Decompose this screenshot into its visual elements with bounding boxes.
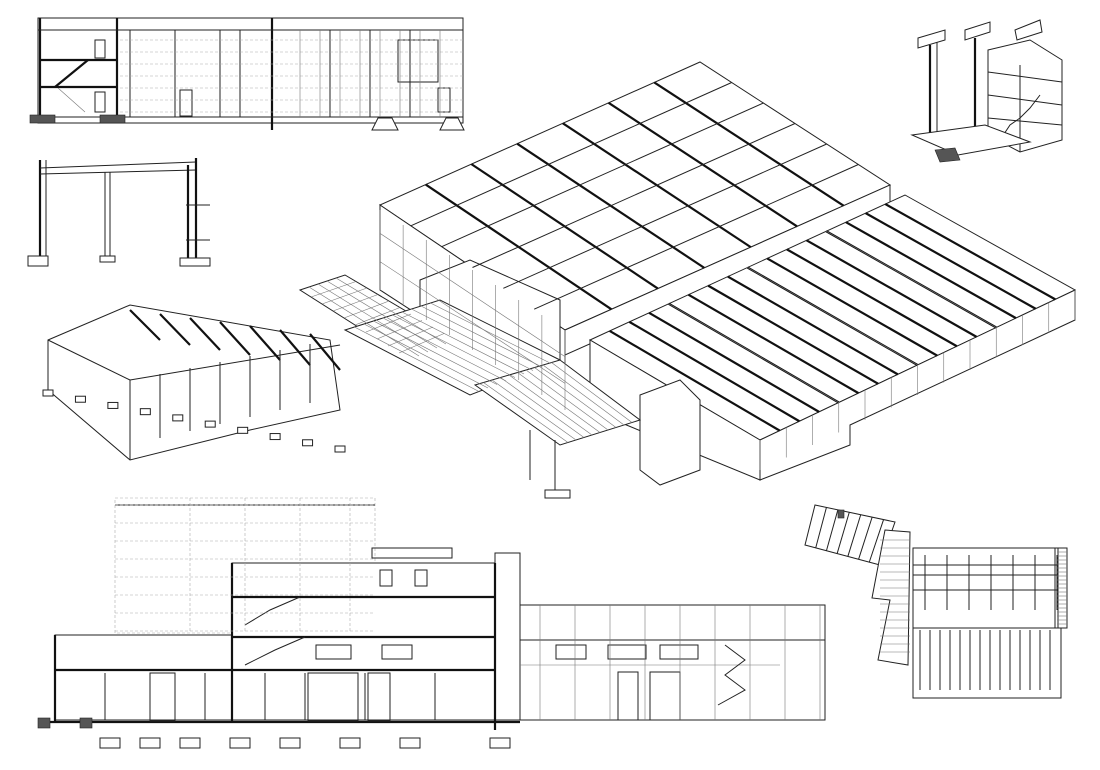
- drawing-line: [401, 311, 525, 375]
- drawing-line: [648, 311, 820, 413]
- drawing-line: [500, 377, 585, 438]
- footing: [279, 737, 301, 749]
- drawing-line: [398, 333, 445, 354]
- drawing-line: [551, 362, 633, 423]
- drawing-line: [825, 509, 839, 551]
- drawing-line: [430, 302, 552, 364]
- drawing-line: [249, 325, 281, 361]
- drawing-line: [534, 367, 617, 428]
- drawing-line: [847, 514, 862, 557]
- footing: [139, 408, 151, 416]
- drawing-line: [533, 164, 859, 310]
- drawing-line: [865, 212, 1037, 310]
- drawing-line: [376, 320, 423, 340]
- drawing-line: [845, 221, 1017, 320]
- drawing-line: [363, 323, 489, 389]
- footing: [269, 433, 281, 441]
- footing: [107, 401, 119, 409]
- drawing-line: [343, 300, 390, 319]
- drawing-line: [727, 275, 899, 376]
- drawing-line: [806, 239, 978, 338]
- drawing-line: [483, 382, 569, 443]
- drawing-line: [392, 314, 516, 378]
- drawing-line: [354, 326, 480, 392]
- footing: [302, 439, 314, 447]
- footing: [74, 395, 86, 403]
- frame-section-drawing: [27, 158, 211, 267]
- drawing-line: [354, 307, 401, 326]
- drawing-line: [868, 519, 885, 563]
- drawing-line: [332, 294, 379, 312]
- drawing-line: [542, 364, 625, 426]
- drawing-line: [491, 379, 577, 441]
- drawing-line: [441, 102, 764, 248]
- elevation-drawing: [29, 17, 465, 131]
- drawing-line: [411, 308, 534, 371]
- drawing-line: [517, 372, 601, 433]
- footing: [139, 737, 161, 749]
- drawing-line: [836, 512, 850, 554]
- drawing-line: [310, 281, 357, 298]
- footing: [489, 737, 511, 749]
- drawing-line: [628, 320, 800, 423]
- drawing-line: [707, 284, 879, 385]
- drawing-line: [219, 321, 251, 356]
- drawing-line: [410, 82, 732, 227]
- drawing-line: [129, 309, 161, 341]
- footing: [172, 414, 184, 422]
- footing: [229, 737, 251, 749]
- drawing-line: [747, 267, 918, 366]
- drawing-line: [766, 257, 938, 357]
- drawing-line: [321, 287, 368, 305]
- footing: [339, 737, 361, 749]
- drawing-line: [472, 123, 796, 268]
- isometric-tower-drawing: [910, 19, 1063, 163]
- drawing-line: [279, 329, 311, 366]
- drawing-line: [884, 203, 1056, 301]
- long-section-drawing: [37, 497, 826, 749]
- drawing-line: [609, 329, 781, 432]
- drawing-line: [159, 313, 191, 346]
- drawing-line: [309, 333, 341, 371]
- footing: [237, 426, 249, 434]
- isometric-building-drawing: [42, 61, 1077, 499]
- drawing-line: [668, 303, 839, 403]
- floor-plan-drawing: [804, 504, 1068, 699]
- footing: [42, 389, 54, 397]
- drawing-line: [687, 293, 859, 395]
- drawing-line: [382, 317, 507, 382]
- drawing-line: [826, 230, 997, 328]
- drawing-line: [420, 305, 543, 368]
- drawing-line: [858, 516, 873, 560]
- footing: [204, 420, 216, 428]
- drawing-line: [815, 507, 827, 548]
- footing: [179, 737, 201, 749]
- drawing-line: [508, 374, 593, 436]
- drawing-line: [525, 369, 609, 431]
- footing: [334, 445, 346, 453]
- drawing-line: [373, 320, 498, 385]
- drawing-line: [387, 326, 434, 347]
- footing: [399, 737, 421, 749]
- footing: [99, 737, 121, 749]
- drawing-line: [503, 143, 827, 289]
- drawing-line: [189, 317, 221, 351]
- drawing-line: [786, 248, 958, 348]
